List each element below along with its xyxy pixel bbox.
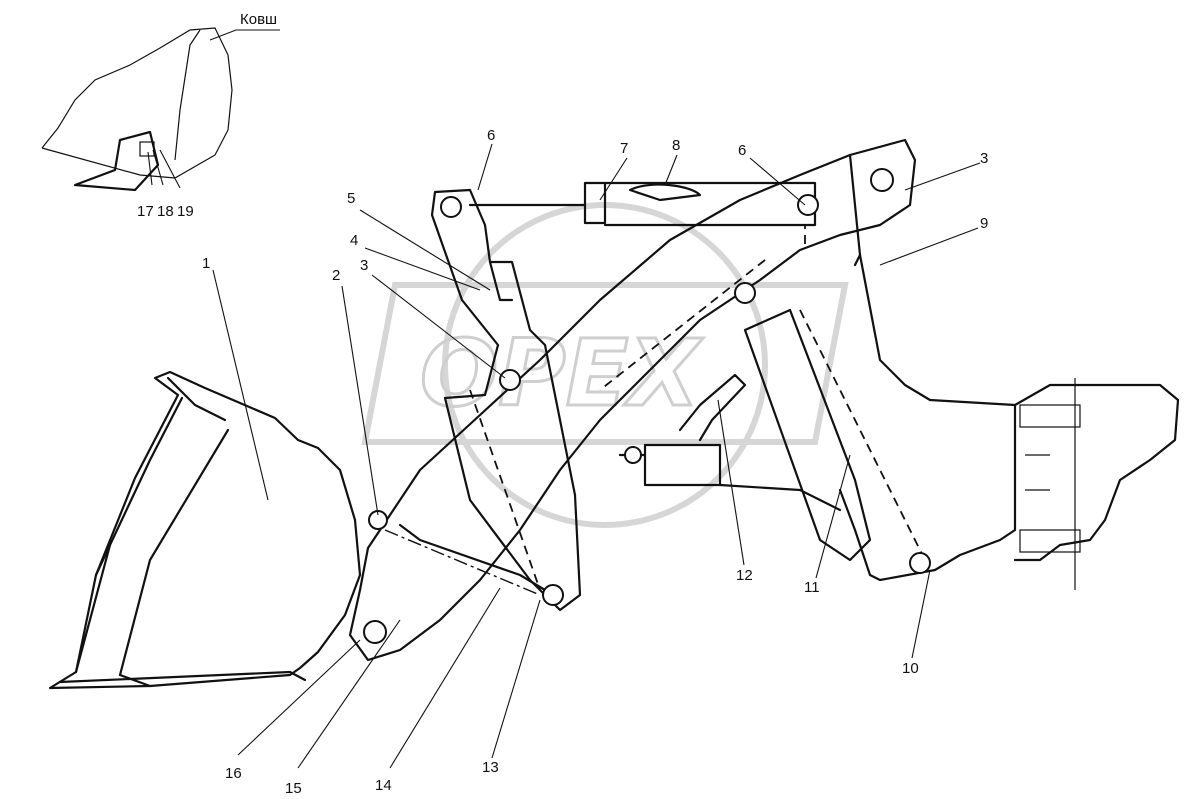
inset-tooth-pin <box>139 141 155 157</box>
pin-top-lever <box>440 196 462 218</box>
callout-6-right: 6 <box>738 142 746 159</box>
callout-5: 5 <box>347 190 355 207</box>
callout-15: 15 <box>285 780 302 797</box>
inset-title: Ковш <box>240 11 277 28</box>
bracket-box <box>643 443 722 487</box>
leader-lines <box>212 143 981 769</box>
callout-10: 10 <box>902 660 919 677</box>
bucket <box>48 370 362 690</box>
callout-11: 11 <box>804 579 820 596</box>
lever-bellcrank <box>430 188 582 612</box>
callout-4: 4 <box>350 232 358 249</box>
frame <box>838 253 1180 590</box>
callout-3-left: 3 <box>360 257 368 274</box>
callout-9: 9 <box>980 215 988 232</box>
inset-label-19: 19 <box>177 203 194 220</box>
pin-bracket <box>624 446 642 464</box>
callout-3-right: 3 <box>980 150 988 167</box>
callout-12: 12 <box>736 567 753 584</box>
inset-label-17: 17 <box>137 203 154 220</box>
pin-bucket-link <box>368 510 388 530</box>
callout-6-left: 6 <box>487 127 495 144</box>
callout-8: 8 <box>672 137 680 154</box>
inset-label-18: 18 <box>157 203 174 220</box>
bucket-cylinder <box>599 259 926 562</box>
watermark: OPEX <box>361 202 849 528</box>
pin-bucket-boom <box>363 620 387 644</box>
pin-frame-bottom <box>909 552 931 574</box>
pin-boom-mid <box>734 282 756 304</box>
link-14 <box>384 389 547 596</box>
inset-bucket-detail: Ковш 17 18 19 <box>41 11 280 220</box>
top-cylinder <box>468 181 817 250</box>
inset-tooth <box>73 130 160 192</box>
callout-16: 16 <box>225 765 242 782</box>
watermark-logo: OPEX <box>420 320 703 427</box>
pin-cylinder-end <box>797 194 819 216</box>
cylinder-rod-end <box>583 181 607 225</box>
pin-lever-boom <box>499 369 521 391</box>
pin-boom-frame <box>870 168 894 192</box>
callout-1: 1 <box>202 255 210 272</box>
callouts: 1 2 3 4 5 6 7 8 6 3 9 10 11 12 13 14 15 … <box>202 127 988 797</box>
callout-7: 7 <box>620 140 628 157</box>
callout-13: 13 <box>482 759 499 776</box>
callout-14: 14 <box>375 777 392 794</box>
pins <box>363 168 931 644</box>
callout-2: 2 <box>332 267 340 284</box>
pin-lever-bottom <box>542 584 564 606</box>
